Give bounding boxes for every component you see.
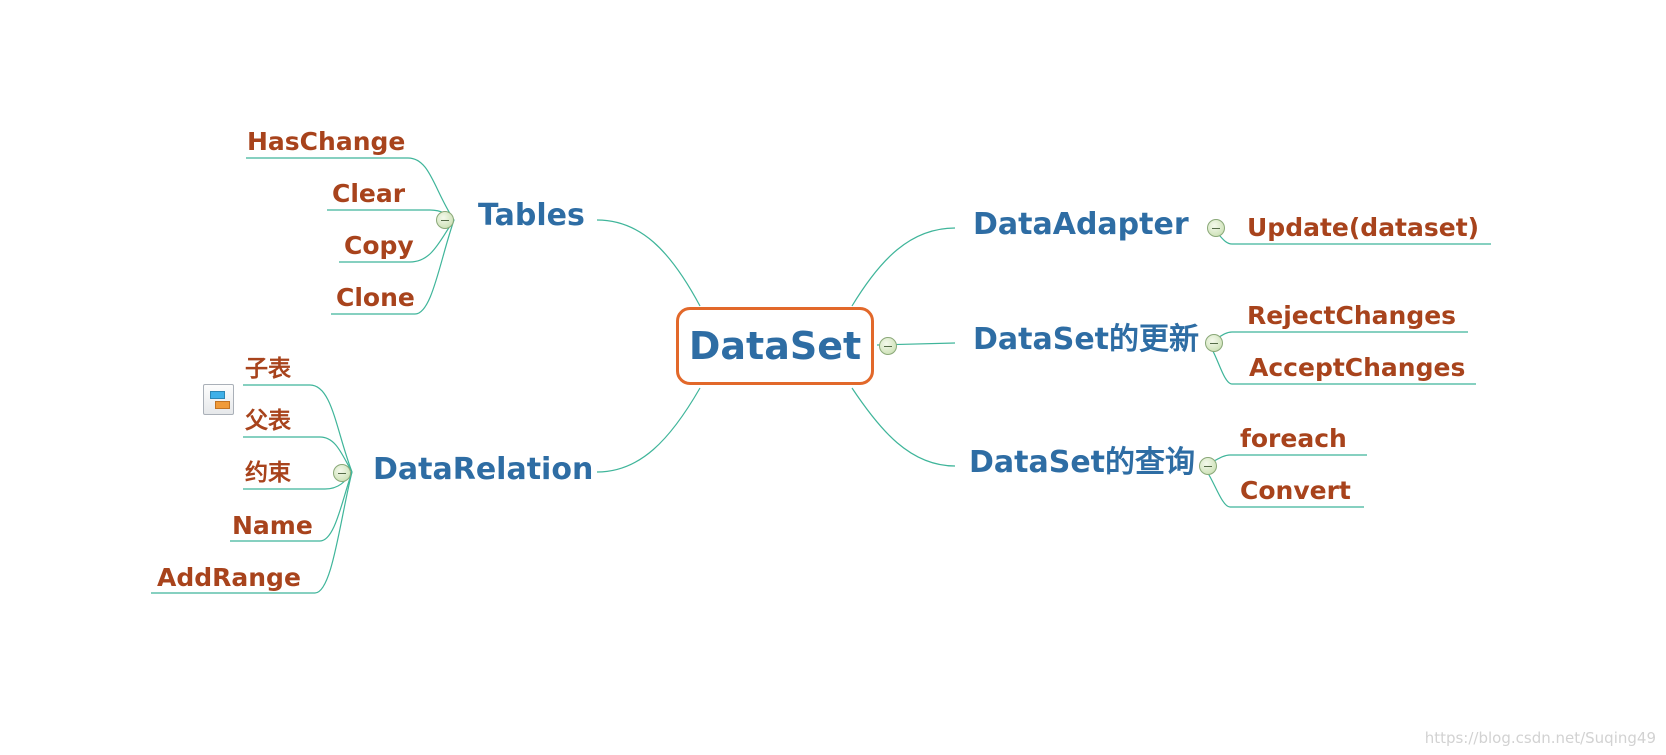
watermark: https://blog.csdn.net/Suqing49 (1424, 729, 1656, 747)
branch-datarelation[interactable]: DataRelation (373, 452, 594, 487)
leaf-yueshu[interactable]: 约束 (245, 460, 291, 486)
leaf-fubiao[interactable]: 父表 (245, 408, 291, 434)
leaf-foreach[interactable]: foreach (1240, 424, 1347, 453)
leaf-haschange[interactable]: HasChange (247, 127, 406, 156)
link-root-tables (596, 219, 701, 307)
leaf-convert[interactable]: Convert (1240, 476, 1351, 505)
branch-tables[interactable]: Tables (478, 198, 585, 233)
link-root-query (851, 387, 956, 467)
link-foreach (1199, 454, 1367, 467)
leaf-clear[interactable]: Clear (332, 179, 406, 208)
leaf-copy[interactable]: Copy (344, 231, 414, 260)
collapse-toggle-icon[interactable] (333, 464, 351, 482)
link-zibiao (243, 384, 353, 473)
leaf-rejectchanges[interactable]: RejectChanges (1247, 301, 1457, 330)
collapse-toggle-icon[interactable] (436, 211, 454, 229)
collapse-toggle-icon[interactable] (1207, 219, 1225, 237)
link-rejectchanges (1204, 331, 1468, 344)
link-clone (331, 219, 455, 315)
link-name (230, 471, 353, 542)
child-table-shape (210, 391, 225, 399)
link-clear (327, 209, 455, 221)
leaf-zibiao[interactable]: 子表 (245, 356, 291, 382)
link-root-relation (596, 387, 701, 473)
link-root-adapter (851, 227, 956, 307)
leaf-acceptchanges[interactable]: AcceptChanges (1249, 353, 1466, 382)
collapse-toggle-icon[interactable] (1205, 334, 1223, 352)
link-haschange (246, 157, 455, 221)
collapse-toggle-icon[interactable] (1199, 457, 1217, 475)
branch-dataadapter[interactable]: DataAdapter (973, 207, 1189, 242)
leaf-addrange[interactable]: AddRange (157, 563, 301, 592)
relation-table-icon (203, 384, 234, 415)
parent-table-shape (215, 401, 230, 409)
leaf-clone[interactable]: Clone (336, 283, 415, 312)
leaf-name[interactable]: Name (232, 511, 313, 540)
root-node-dataset[interactable]: DataSet (676, 307, 874, 385)
link-addrange (151, 471, 353, 594)
collapse-toggle-icon[interactable] (879, 337, 897, 355)
root-label: DataSet (688, 324, 862, 368)
branch-dataset-query[interactable]: DataSet的查询 (969, 445, 1196, 480)
branch-dataset-update[interactable]: DataSet的更新 (973, 322, 1200, 357)
leaf-update-dataset[interactable]: Update(dataset) (1247, 213, 1480, 242)
